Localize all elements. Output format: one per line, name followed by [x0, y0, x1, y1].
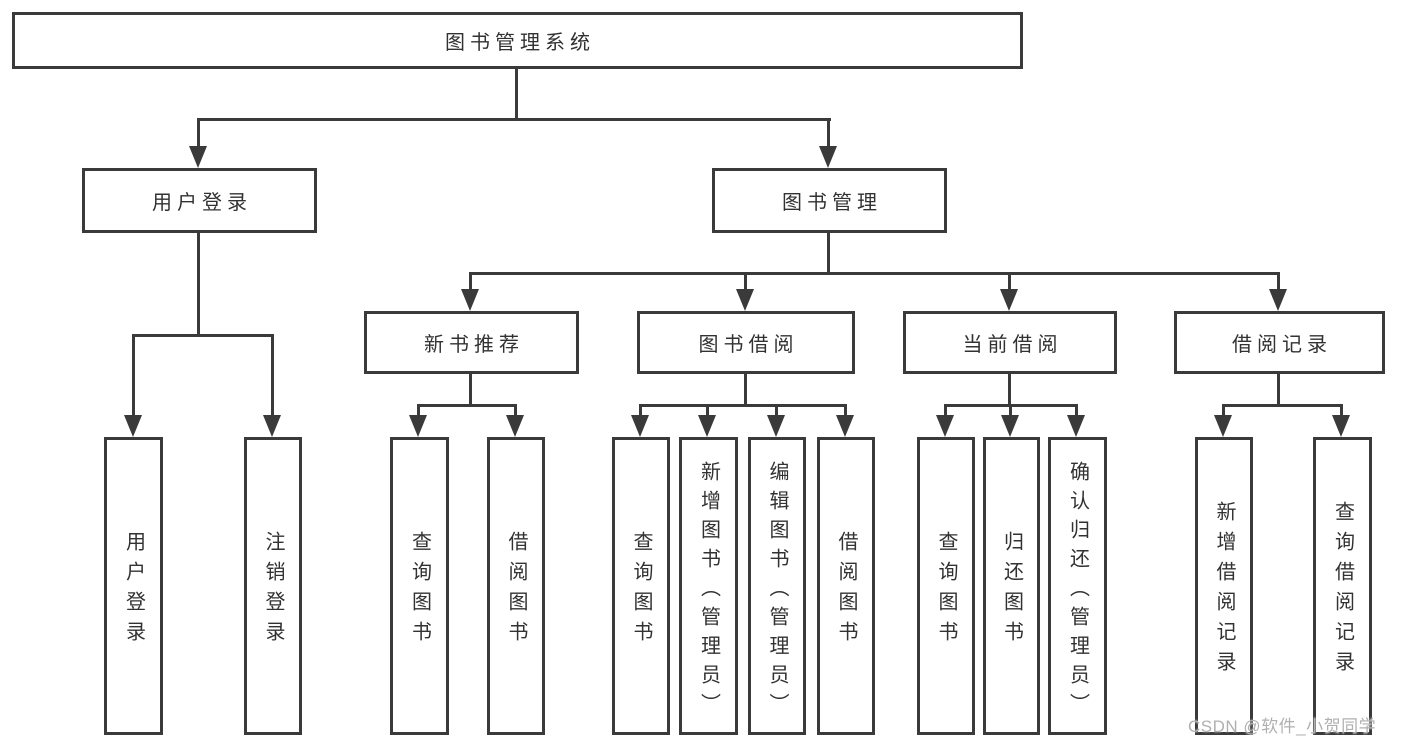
node-book-borrow: 图书借阅	[637, 311, 855, 374]
node-new-book-recommend-label: 新书推荐	[424, 334, 524, 356]
connector-vline	[515, 69, 518, 120]
arrowhead-down-icon	[409, 415, 427, 437]
leaf-logout: 注销登录	[244, 437, 302, 735]
node-root: 图书管理系统	[12, 12, 1023, 69]
connector-hline	[132, 334, 274, 337]
connector-vline	[132, 334, 135, 420]
watermark: CSDN @软件_小贺同学	[1188, 717, 1377, 736]
leaf-newbook-query: 查询图书	[390, 437, 449, 735]
arrowhead-down-icon	[124, 415, 142, 437]
arrowhead-down-icon	[189, 146, 207, 168]
connector-vline	[1277, 374, 1280, 406]
node-current-borrow-label: 当前借阅	[962, 334, 1063, 356]
node-new-book-recommend: 新书推荐	[364, 311, 579, 374]
leaf-borrow-borrow-label: 借阅图书	[835, 531, 857, 651]
connector-vline	[706, 404, 709, 420]
node-book-management-label: 图书管理	[782, 192, 882, 214]
arrowhead-down-icon	[767, 415, 785, 437]
arrowhead-down-icon	[819, 146, 837, 168]
arrowhead-down-icon	[631, 415, 649, 437]
leaf-current-query: 查询图书	[917, 437, 975, 735]
connector-vline	[827, 233, 830, 274]
connector-vline	[639, 404, 642, 420]
connector-vline	[744, 374, 747, 406]
connector-vline	[1008, 374, 1011, 406]
connector-vline	[271, 334, 274, 420]
connector-vline	[469, 272, 472, 292]
connector-vline	[844, 404, 847, 420]
leaf-record-query-label: 查询借阅记录	[1331, 501, 1354, 681]
connector-vline	[1340, 404, 1343, 420]
node-user-login-label: 用户登录	[152, 192, 252, 214]
leaf-borrow-edit-label: 编辑图书（管理员）	[766, 460, 788, 722]
connector-vline	[469, 374, 472, 406]
connector-hline	[197, 118, 831, 121]
leaf-newbook-borrow-label: 借阅图书	[505, 531, 527, 651]
leaf-current-confirm-label: 确认归还（管理员）	[1066, 460, 1089, 722]
arrowhead-down-icon	[736, 289, 754, 311]
arrowhead-down-icon	[936, 415, 954, 437]
node-current-borrow: 当前借阅	[903, 311, 1117, 374]
connector-vline	[775, 404, 778, 420]
leaf-current-query-label: 查询图书	[935, 531, 957, 651]
leaf-user-login-label: 用户登录	[122, 531, 145, 651]
connector-vline	[197, 118, 200, 150]
connector-vline	[944, 404, 947, 420]
arrowhead-down-icon	[1332, 415, 1350, 437]
node-book-borrow-label: 图书借阅	[698, 334, 799, 356]
arrowhead-down-icon	[836, 415, 854, 437]
leaf-borrow-edit: 编辑图书（管理员）	[748, 437, 806, 735]
arrowhead-down-icon	[1269, 289, 1287, 311]
arrowhead-down-icon	[698, 415, 716, 437]
leaf-borrow-borrow: 借阅图书	[817, 437, 875, 735]
connector-vline	[1009, 404, 1012, 420]
connector-vline	[417, 404, 420, 420]
arrowhead-down-icon	[461, 289, 479, 311]
connector-vline	[197, 233, 200, 337]
arrowhead-down-icon	[263, 415, 281, 437]
connector-hline	[639, 404, 847, 407]
connector-hline	[417, 404, 517, 407]
leaf-record-query: 查询借阅记录	[1313, 437, 1372, 735]
connector-vline	[744, 272, 747, 292]
node-user-login: 用户登录	[82, 168, 317, 233]
connector-vline	[827, 118, 830, 150]
leaf-current-confirm: 确认归还（管理员）	[1048, 437, 1107, 735]
leaf-current-return: 归还图书	[983, 437, 1040, 735]
leaf-logout-label: 注销登录	[262, 531, 284, 651]
leaf-current-return-label: 归还图书	[1000, 531, 1023, 651]
node-borrow-records: 借阅记录	[1174, 311, 1385, 374]
connector-vline	[1008, 272, 1011, 292]
arrowhead-down-icon	[1214, 415, 1232, 437]
connector-hline	[1222, 404, 1343, 407]
node-borrow-records-label: 借阅记录	[1232, 334, 1332, 356]
leaf-newbook-borrow: 借阅图书	[487, 437, 545, 735]
arrowhead-down-icon	[1067, 415, 1085, 437]
arrowhead-down-icon	[1000, 289, 1018, 311]
leaf-borrow-query-label: 查询图书	[630, 531, 652, 651]
node-book-management: 图书管理	[712, 168, 947, 233]
connector-vline	[1277, 272, 1280, 292]
leaf-record-add: 新增借阅记录	[1195, 437, 1253, 735]
connector-hline	[469, 272, 1280, 275]
arrowhead-down-icon	[1001, 415, 1019, 437]
leaf-borrow-add-label: 新增图书（管理员）	[697, 460, 720, 722]
leaf-user-login: 用户登录	[104, 437, 163, 735]
leaf-borrow-add: 新增图书（管理员）	[679, 437, 738, 735]
connector-vline	[1075, 404, 1078, 420]
connector-vline	[514, 404, 517, 420]
leaf-borrow-query: 查询图书	[612, 437, 670, 735]
leaf-record-add-label: 新增借阅记录	[1213, 501, 1235, 681]
connector-vline	[1222, 404, 1225, 420]
arrowhead-down-icon	[506, 415, 524, 437]
node-root-label: 图书管理系统	[445, 32, 595, 54]
leaf-newbook-query-label: 查询图书	[408, 531, 431, 651]
